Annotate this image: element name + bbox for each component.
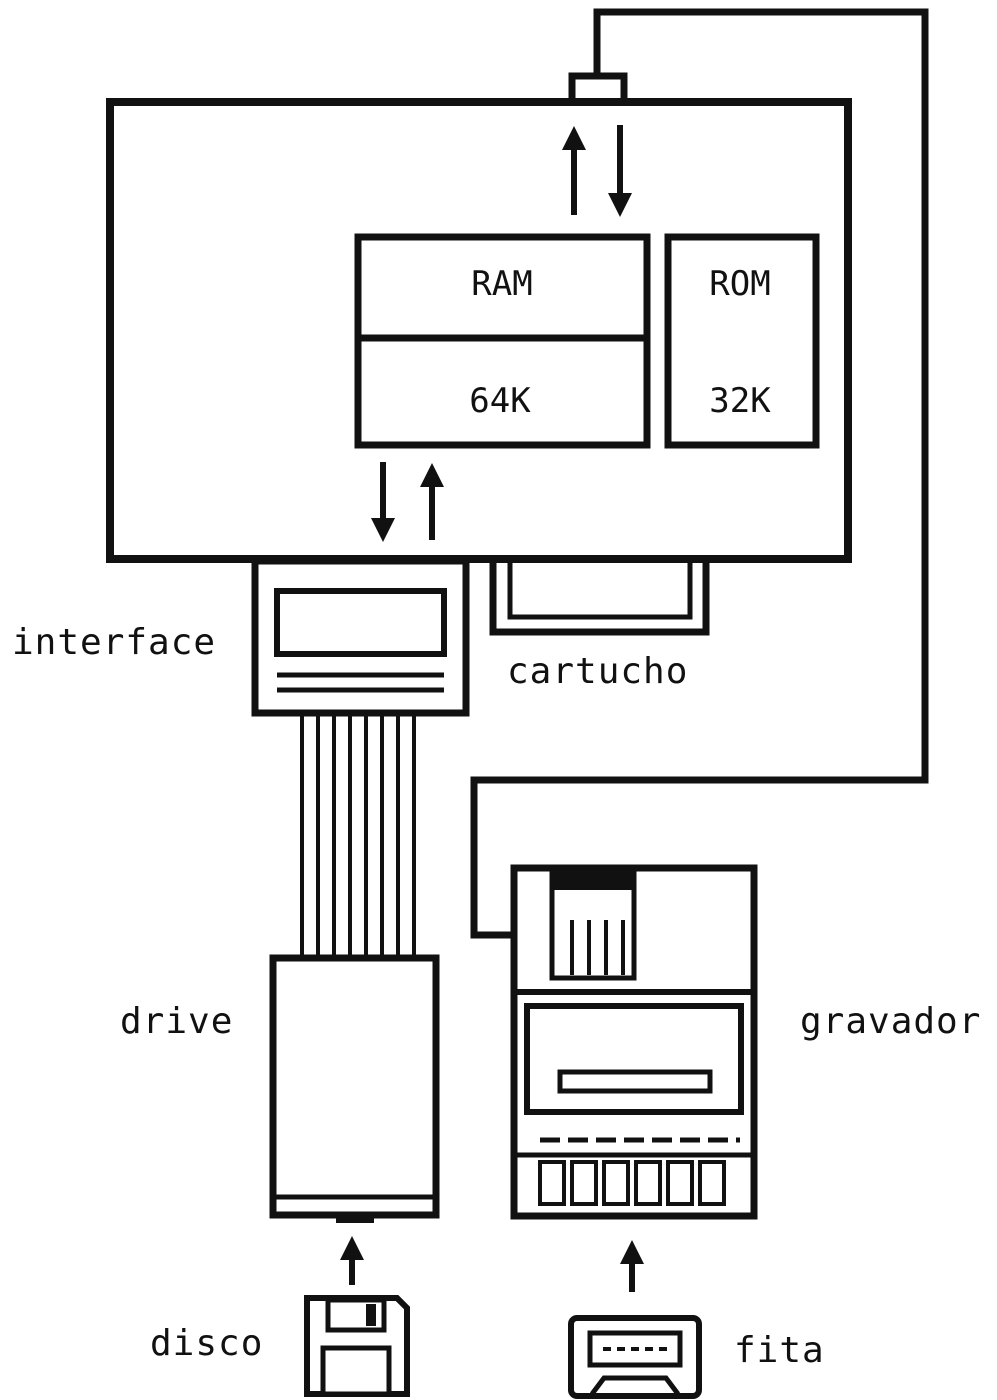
computer-unit: RAM 64K ROM 32K bbox=[106, 72, 852, 563]
interface-label: interface bbox=[12, 622, 216, 663]
cassette-recorder bbox=[510, 864, 758, 1220]
rom-size: 32K bbox=[709, 381, 771, 421]
ribbon-cable bbox=[300, 713, 416, 958]
gravador-label: gravador bbox=[800, 1001, 981, 1042]
disk-drive bbox=[269, 954, 440, 1223]
disco-label: disco bbox=[150, 1323, 263, 1364]
interface-unit bbox=[251, 557, 470, 717]
drive-label: drive bbox=[120, 1001, 233, 1042]
ram-block: RAM 64K bbox=[354, 233, 651, 449]
ram-name: RAM bbox=[471, 264, 532, 304]
fita-label: fita bbox=[734, 1330, 825, 1371]
gravador-cable bbox=[470, 8, 929, 939]
cassette-tape-icon bbox=[568, 1315, 702, 1399]
ram-size: 64K bbox=[469, 381, 531, 421]
floppy-disk-icon bbox=[304, 1295, 410, 1397]
rom-name: ROM bbox=[709, 264, 770, 304]
cartridge bbox=[489, 561, 710, 636]
rom-block: ROM 32K bbox=[664, 233, 820, 449]
cartucho-label: cartucho bbox=[507, 651, 688, 692]
